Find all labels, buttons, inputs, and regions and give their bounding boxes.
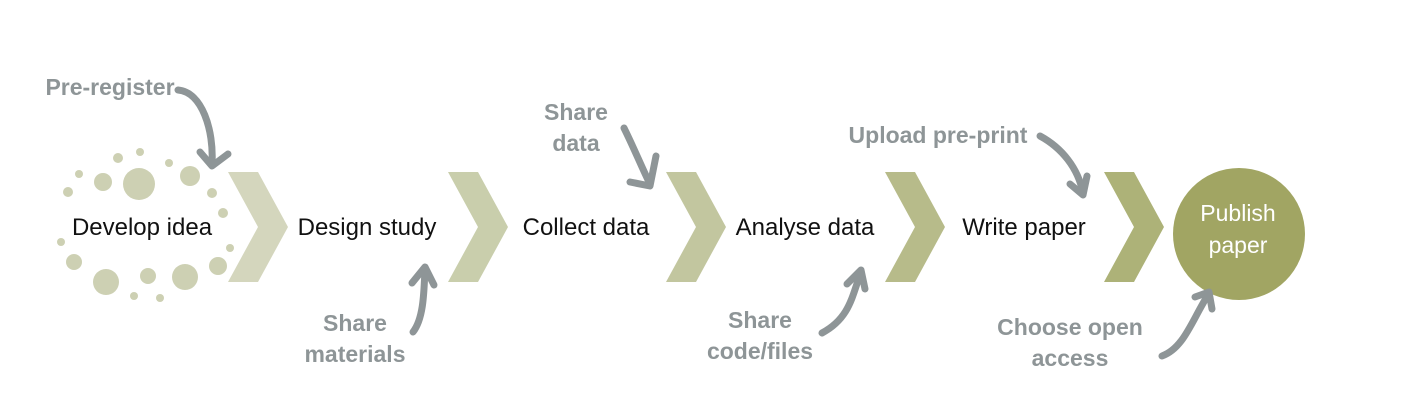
idea-dot (180, 166, 200, 186)
chevron-arrow-icon (228, 172, 288, 282)
idea-dot (94, 173, 112, 191)
idea-dot (113, 153, 123, 163)
idea-dots (57, 148, 234, 302)
annotation-share-data-line1: Share (544, 99, 608, 125)
idea-dot (123, 168, 155, 200)
idea-dot (57, 238, 65, 246)
annotation-upload-preprint: Upload pre-print (849, 122, 1028, 148)
idea-dot (172, 264, 198, 290)
share-code-arrow-icon (818, 266, 869, 337)
stage-design-study: Design study (298, 214, 437, 241)
idea-dot (218, 208, 228, 218)
upload-preprint-arrow-icon (1036, 132, 1091, 199)
stage-develop-idea: Develop idea (72, 214, 213, 241)
annotation-arrows (174, 86, 1216, 360)
annotation-share-code-line2: code/files (707, 338, 813, 364)
stage-chevrons (228, 172, 1164, 282)
annotation-choose-open-access-line2: access (1032, 345, 1109, 371)
final-stage-label-line2: paper (1209, 232, 1268, 258)
idea-dot (130, 292, 138, 300)
chevron-arrow-icon (885, 172, 945, 282)
chevron-arrow-icon (1104, 172, 1164, 282)
idea-dot (93, 269, 119, 295)
idea-dot (156, 294, 164, 302)
idea-dot (75, 170, 83, 178)
idea-dot (209, 257, 227, 275)
share-data-arrow-icon (620, 124, 660, 190)
idea-dot (63, 187, 73, 197)
publish-paper-circle (1173, 168, 1305, 300)
chevron-arrow-icon (448, 172, 508, 282)
final-stage-label-line1: Publish (1200, 200, 1275, 226)
annotation-share-data-line2: data (552, 130, 600, 156)
idea-dot (207, 188, 217, 198)
annotation-share-materials-line1: Share (323, 310, 387, 336)
share-materials-arrow-icon (408, 263, 438, 336)
stage-collect-data: Collect data (523, 214, 650, 241)
idea-dot (226, 244, 234, 252)
annotation-share-code-line1: Share (728, 307, 792, 333)
chevron-arrow-icon (666, 172, 726, 282)
annotation-pre-register: Pre-register (45, 74, 174, 100)
stage-write-paper: Write paper (962, 214, 1086, 241)
idea-dot (66, 254, 82, 270)
pre-register-arrow-icon (174, 86, 232, 170)
idea-dot (136, 148, 144, 156)
idea-dot (140, 268, 156, 284)
annotation-share-materials-line2: materials (304, 341, 405, 367)
open-access-arrow-icon (1158, 288, 1216, 360)
idea-dot (165, 159, 173, 167)
stage-analyse-data: Analyse data (736, 214, 875, 241)
annotation-choose-open-access-line1: Choose open (997, 314, 1143, 340)
